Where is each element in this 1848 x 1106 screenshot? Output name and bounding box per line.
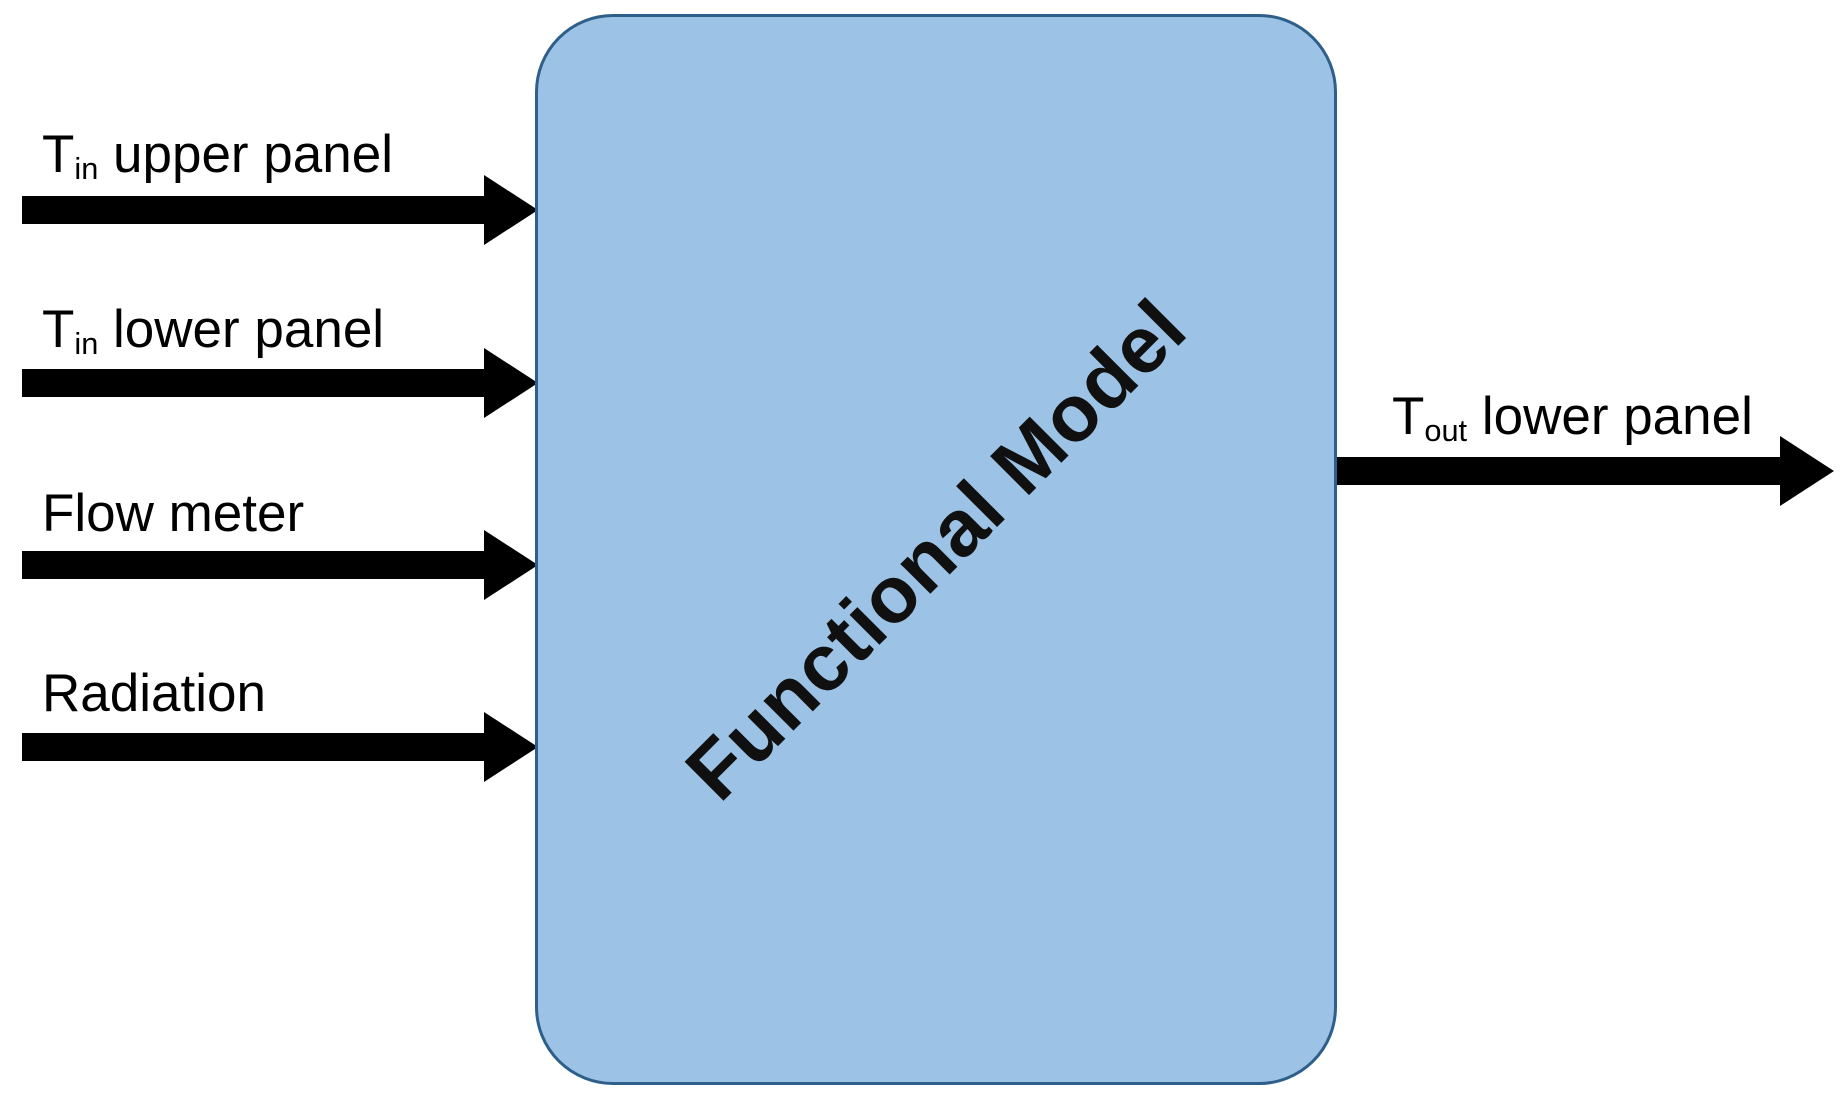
input-label-t-in-lower-panel: Tin lower panel	[42, 300, 385, 359]
output-label-symbol: T	[1392, 387, 1425, 446]
output-label-t-out-lower-panel: Tout lower panel	[1392, 387, 1753, 446]
input-arrow-t-in-upper-panel	[22, 175, 538, 245]
input-label-t-in-upper-panel: Tin upper panel	[42, 125, 393, 184]
functional-model-block[interactable]: Functional Model	[535, 14, 1337, 1085]
output-label-rest: lower panel	[1467, 387, 1753, 446]
input-label-symbol: Radiation	[42, 664, 266, 723]
functional-model-label: Functional Model	[668, 282, 1203, 816]
input-label-rest: lower panel	[98, 300, 385, 359]
input-label-rest: upper panel	[98, 125, 393, 184]
input-label-flow-meter: Flow meter	[42, 487, 304, 540]
input-label-symbol: T	[42, 300, 75, 359]
input-label-subscript: in	[74, 150, 99, 186]
output-arrow-t-out-lower-panel	[1337, 436, 1834, 506]
input-label-radiation: Radiation	[42, 667, 266, 720]
input-label-symbol: T	[42, 125, 75, 184]
output-label-subscript: out	[1424, 412, 1468, 448]
input-label-symbol: Flow meter	[42, 484, 305, 543]
input-label-subscript: in	[74, 325, 99, 361]
